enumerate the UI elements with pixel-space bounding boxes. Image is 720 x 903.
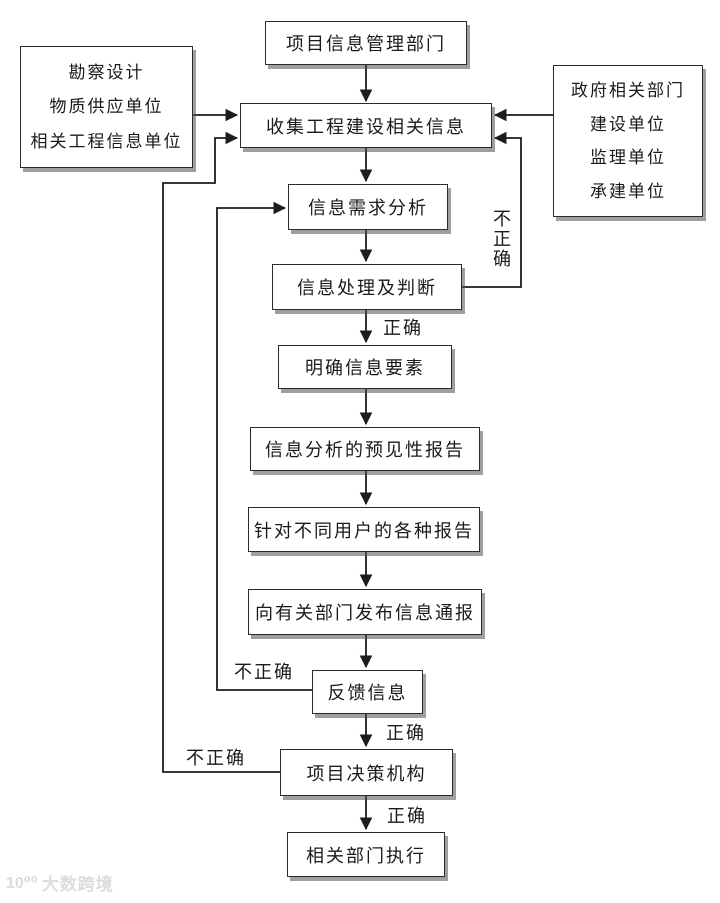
edge-label-correct-after-feedback: 正确: [386, 723, 426, 743]
source-left-line: 勘察设计: [68, 62, 145, 82]
node-info-processing-judgment: 信息处理及判断: [272, 264, 462, 310]
node-label: 项目信息管理部门: [286, 34, 446, 54]
node-label: 针对不同用户的各种报告: [254, 520, 474, 541]
edge-label-correct-after-process: 正确: [383, 318, 423, 338]
node-clarify-info-elements: 明确信息要素: [278, 345, 452, 389]
source-right-line: 政府相关部门: [571, 81, 685, 101]
edge-label-incorrect-feedback-loop: 不正确: [234, 662, 294, 682]
source-right-line: 承建单位: [590, 181, 666, 201]
source-right-line: 监理单位: [590, 148, 666, 168]
node-predictive-report: 信息分析的预见性报告: [250, 427, 480, 471]
node-label: 信息需求分析: [308, 198, 428, 218]
node-decision-body: 项目决策机构: [280, 749, 453, 796]
edge-label-incorrect-decision-loop: 不正确: [186, 748, 246, 768]
source-left-line: 物质供应单位: [49, 97, 164, 117]
node-label: 项目决策机构: [306, 763, 427, 784]
watermark: 10⁰⁰ 大数跨境: [6, 870, 114, 895]
edge-label-incorrect-process-loop: 不正确: [493, 209, 511, 269]
source-right-line: 建设单位: [590, 114, 666, 134]
node-label: 反馈信息: [327, 683, 408, 703]
node-label: 收集工程建设相关信息: [266, 116, 466, 137]
node-label: 明确信息要素: [305, 358, 425, 378]
source-left-line: 相关工程信息单位: [30, 132, 183, 152]
node-label: 相关部门执行: [306, 845, 426, 866]
watermark-logo: 10⁰⁰: [6, 874, 38, 892]
watermark-text: 大数跨境: [41, 875, 114, 894]
node-label: 信息分析的预见性报告: [265, 440, 465, 460]
node-project-info-dept: 项目信息管理部门: [265, 21, 467, 65]
node-source-right: 政府相关部门 建设单位 监理单位 承建单位: [553, 65, 703, 217]
node-collect-info: 收集工程建设相关信息: [240, 103, 492, 148]
node-execute-departments: 相关部门执行: [287, 832, 445, 877]
edge-label-correct-after-decision: 正确: [387, 806, 427, 826]
node-label: 向有关部门发布信息通报: [255, 603, 475, 623]
node-feedback-info: 反馈信息: [312, 670, 423, 714]
node-label: 信息处理及判断: [297, 278, 437, 298]
node-user-reports: 针对不同用户的各种报告: [248, 507, 480, 552]
node-source-left: 勘察设计 物质供应单位 相关工程信息单位: [20, 46, 193, 168]
node-info-demand-analysis: 信息需求分析: [288, 184, 448, 230]
node-publish-bulletin: 向有关部门发布信息通报: [248, 589, 482, 635]
